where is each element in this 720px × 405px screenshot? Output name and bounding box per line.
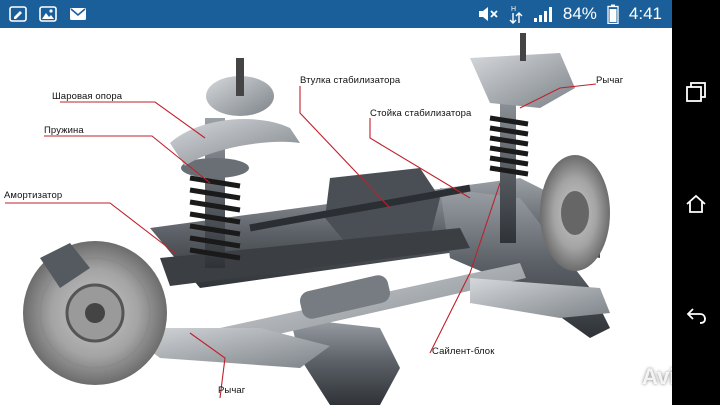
status-bar: H 84% 4:41	[0, 0, 672, 28]
pencil-icon	[9, 6, 27, 22]
label-stabilizer-bushing: Втулка стабилизатора	[300, 75, 401, 86]
label-lever-top: Рычаг	[596, 75, 624, 86]
callout-lines	[5, 83, 597, 399]
navigation-bar	[672, 0, 720, 405]
label-shock-absorber: Амортизатор	[4, 190, 63, 201]
label-stabilizer-link: Стойка стабилизатора	[370, 108, 472, 119]
clock: 4:41	[628, 4, 662, 23]
label-lever-bottom: Рычаг	[218, 385, 246, 396]
battery-icon	[607, 4, 619, 24]
label-ball-joint: Шаровая опора	[52, 91, 123, 102]
svg-text:H: H	[511, 6, 516, 13]
mute-icon	[478, 7, 498, 21]
battery-percent: 84%	[562, 4, 597, 23]
data-transfer-icon: H	[509, 6, 523, 24]
image-icon	[39, 6, 57, 22]
home-icon[interactable]	[684, 192, 708, 216]
suspension-illustration	[5, 33, 610, 405]
image-viewer[interactable]: Шаровая опора Пружина Амортизатор Втулка…	[0, 28, 672, 405]
avito-watermark-text: Avito	[642, 364, 672, 389]
back-icon[interactable]	[684, 303, 708, 327]
signal-icon	[533, 7, 552, 22]
label-silent-block: Сайлент-блок	[432, 346, 495, 357]
recent-apps-icon[interactable]	[684, 80, 708, 104]
mail-icon	[70, 8, 86, 20]
avito-watermark: Avito	[612, 364, 672, 390]
avito-logo-icon	[613, 367, 636, 387]
label-spring: Пружина	[44, 125, 84, 136]
